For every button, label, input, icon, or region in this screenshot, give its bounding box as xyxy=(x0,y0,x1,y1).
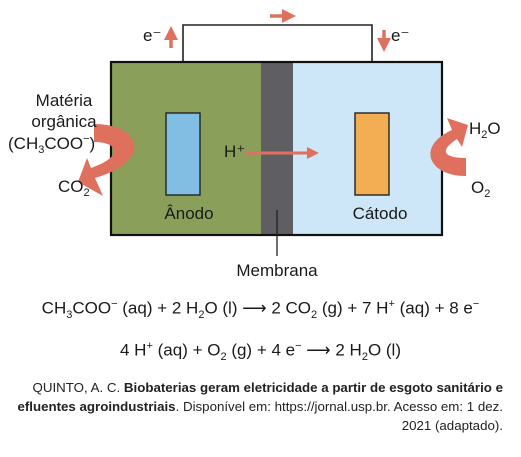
h2o-output-label: H2O xyxy=(469,119,501,141)
organic-matter-label-2: orgânica xyxy=(31,112,97,131)
electron-label-left: e⁻ xyxy=(143,26,161,45)
citation-details: . Disponível em: https://jornal.usp.br. … xyxy=(175,399,503,433)
anode-label: Ânodo xyxy=(164,204,213,223)
organic-matter-to-co2-arrow xyxy=(78,124,135,196)
o2-to-h2o-arrow xyxy=(430,118,468,176)
organic-matter-label: Matéria xyxy=(36,91,93,110)
anode-electrode xyxy=(165,112,201,196)
electron-label-right: e⁻ xyxy=(391,26,409,45)
anode-half-reaction: CH3COO− (aq) + 2 H2O (l) ⟶ 2 CO2 (g) + 7… xyxy=(41,298,480,322)
citation-title: Biobaterias geram eletricidade a partir … xyxy=(17,380,503,414)
membrane xyxy=(261,62,293,235)
cathode-electrode xyxy=(354,112,390,196)
co2-output-label: CO2 xyxy=(58,177,90,199)
source-citation: QUINTO, A. C. Biobaterias geram eletrici… xyxy=(3,378,503,435)
acetate-formula-label: (CH3COO−) xyxy=(8,133,95,156)
microbial-fuel-cell-diagram: e⁻ e⁻ H⁺ Matéria orgânica (CH3COO−) CO2 … xyxy=(8,9,501,280)
cathode-label: Cátodo xyxy=(353,204,408,223)
proton-label: H⁺ xyxy=(224,142,245,161)
citation-authors: QUINTO, A. C. xyxy=(32,380,121,395)
o2-input-label: O2 xyxy=(471,178,490,200)
membrane-label: Membrana xyxy=(236,261,318,280)
cathode-half-reaction: 4 H+ (aq) + O2 (g) + 4 e− ⟶ 2 H2O (l) xyxy=(120,340,401,364)
